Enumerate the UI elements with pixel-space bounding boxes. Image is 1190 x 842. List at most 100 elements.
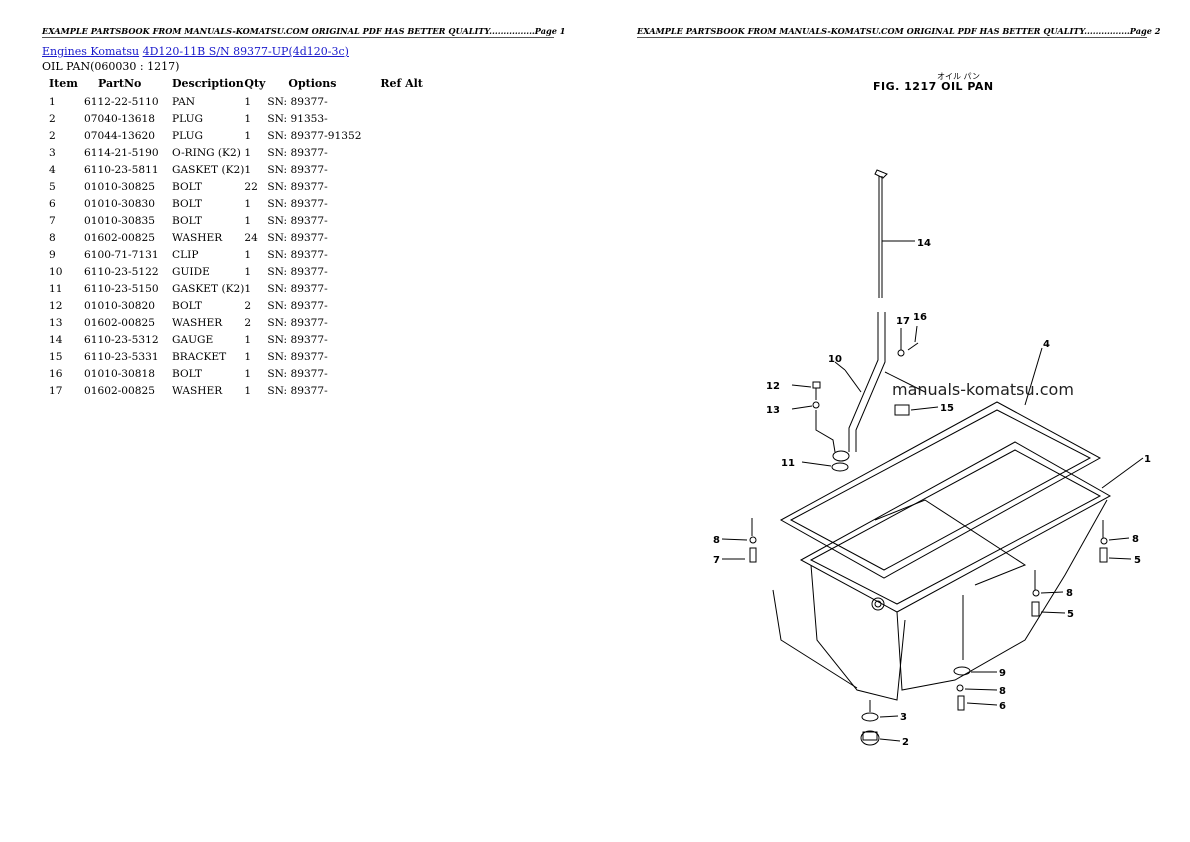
guide-tube-part [801,312,886,472]
page-1: EXAMPLE PARTSBOOK FROM MANUALS-KOMATSU.C… [42,26,566,399]
callout-14: 14 [917,238,931,249]
callout-17: 17 [896,316,910,327]
cell-qty: 1 [244,214,252,227]
bracket-15-part [884,325,939,416]
cell-item: 10 [49,265,63,278]
cell-qty: 2 [244,316,252,329]
cell-description: PAN [172,95,196,108]
cell-item: 4 [49,163,56,176]
callout-7: 7 [713,555,720,566]
callout-15: 15 [940,403,954,414]
cell-options: SN: 89377- [267,384,328,397]
page-2: EXAMPLE PARTSBOOK FROM MANUALS-KOMATSU.C… [595,0,1190,842]
col-qty: Qty [244,77,266,90]
cell-description: BOLT [172,299,202,312]
cell-item: 17 [49,384,63,397]
cell-options: SN: 89377- [267,316,328,329]
cell-refalt [380,314,423,331]
cell-description: BRACKET [172,350,227,363]
cell-refalt [380,297,423,314]
cell-options: SN: 89377- [267,299,328,312]
page-header: EXAMPLE PARTSBOOK FROM MANUALS-KOMATSU.C… [42,26,566,38]
cell-partno: 6110-23-5122 [84,265,159,278]
cell-partno: 6100-71-7131 [84,248,159,261]
cell-qty: 24 [244,231,258,244]
cell-description: BOLT [172,180,202,193]
cell-qty: 1 [244,367,252,380]
cell-refalt [380,144,423,161]
cell-refalt [380,331,423,348]
cell-options: SN: 89377- [267,180,328,193]
cell-item: 6 [49,197,56,210]
cell-qty: 1 [244,384,252,397]
cell-partno: 01010-30825 [84,180,155,193]
cell-item: 2 [49,112,56,125]
callout-9: 9 [999,668,1006,679]
cell-partno: 6110-23-5150 [84,282,159,295]
callout-4: 4 [1043,339,1050,350]
cell-description: BOLT [172,214,202,227]
bolt-right-5-8-part [1031,520,1132,617]
cell-item: 15 [49,350,63,363]
cell-refalt [380,127,423,144]
cell-qty: 1 [244,95,252,108]
cell-refalt [380,212,423,229]
gasket-part [779,347,1102,579]
cell-partno: 07044-13620 [84,129,155,142]
callout-16: 16 [913,312,927,323]
bolt-7-8-part [721,518,757,563]
cell-options: SN: 89377- [267,214,328,227]
cell-qty: 2 [244,299,252,312]
cell-partno: 01010-30830 [84,197,155,210]
callout-12: 12 [766,381,780,392]
cell-description: GAUGE [172,333,214,346]
cell-description: CLIP [172,248,199,261]
cell-item: 13 [49,316,63,329]
cell-qty: 1 [244,265,252,278]
cell-item: 2 [49,129,56,142]
cell-options: SN: 89377- [267,282,328,295]
cell-description: GUIDE [172,265,210,278]
cell-partno: 01602-00825 [84,231,155,244]
breadcrumb: Engines Komatsu 4D120-11B S/N 89377-UP(4… [42,45,349,58]
cell-qty: 22 [244,180,258,193]
cell-refalt [380,110,423,127]
cell-qty: 1 [244,282,252,295]
cell-partno: 01010-30820 [84,299,155,312]
cell-description: GASKET (K2) [172,282,245,295]
cell-refalt [380,195,423,212]
oil-pan-part [772,441,1144,701]
cell-options: SN: 89377- [267,146,328,159]
cell-partno: 6114-21-5190 [84,146,159,159]
figure-title-japanese: オイル パン [937,72,980,81]
cell-partno: 6110-23-5811 [84,163,159,176]
cell-options: SN: 89377- [267,231,328,244]
col-item: Item [49,77,78,90]
cell-options: SN: 89377- [267,367,328,380]
col-refalt: Ref Alt [380,77,423,90]
breadcrumb-link-engines-komatsu[interactable]: Engines Komatsu [42,45,140,58]
cell-partno: 01010-30835 [84,214,155,227]
callout-3: 3 [900,712,907,723]
cell-qty: 1 [244,350,252,363]
breadcrumb-link-model[interactable]: 4D120-11B S/N 89377-UP(4d120-3c) [142,45,349,58]
col-partno: PartNo [98,77,142,90]
cell-description: O-RING (K2) [172,146,241,159]
cell-refalt [380,382,423,399]
figure-title: FIG. 1217 OIL PAN [873,80,994,93]
cell-qty: 1 [244,197,252,210]
callout-10: 10 [828,354,842,365]
callout-11: 11 [781,458,795,469]
cell-refalt [380,246,423,263]
callout-8-mid: 8 [1066,588,1073,599]
